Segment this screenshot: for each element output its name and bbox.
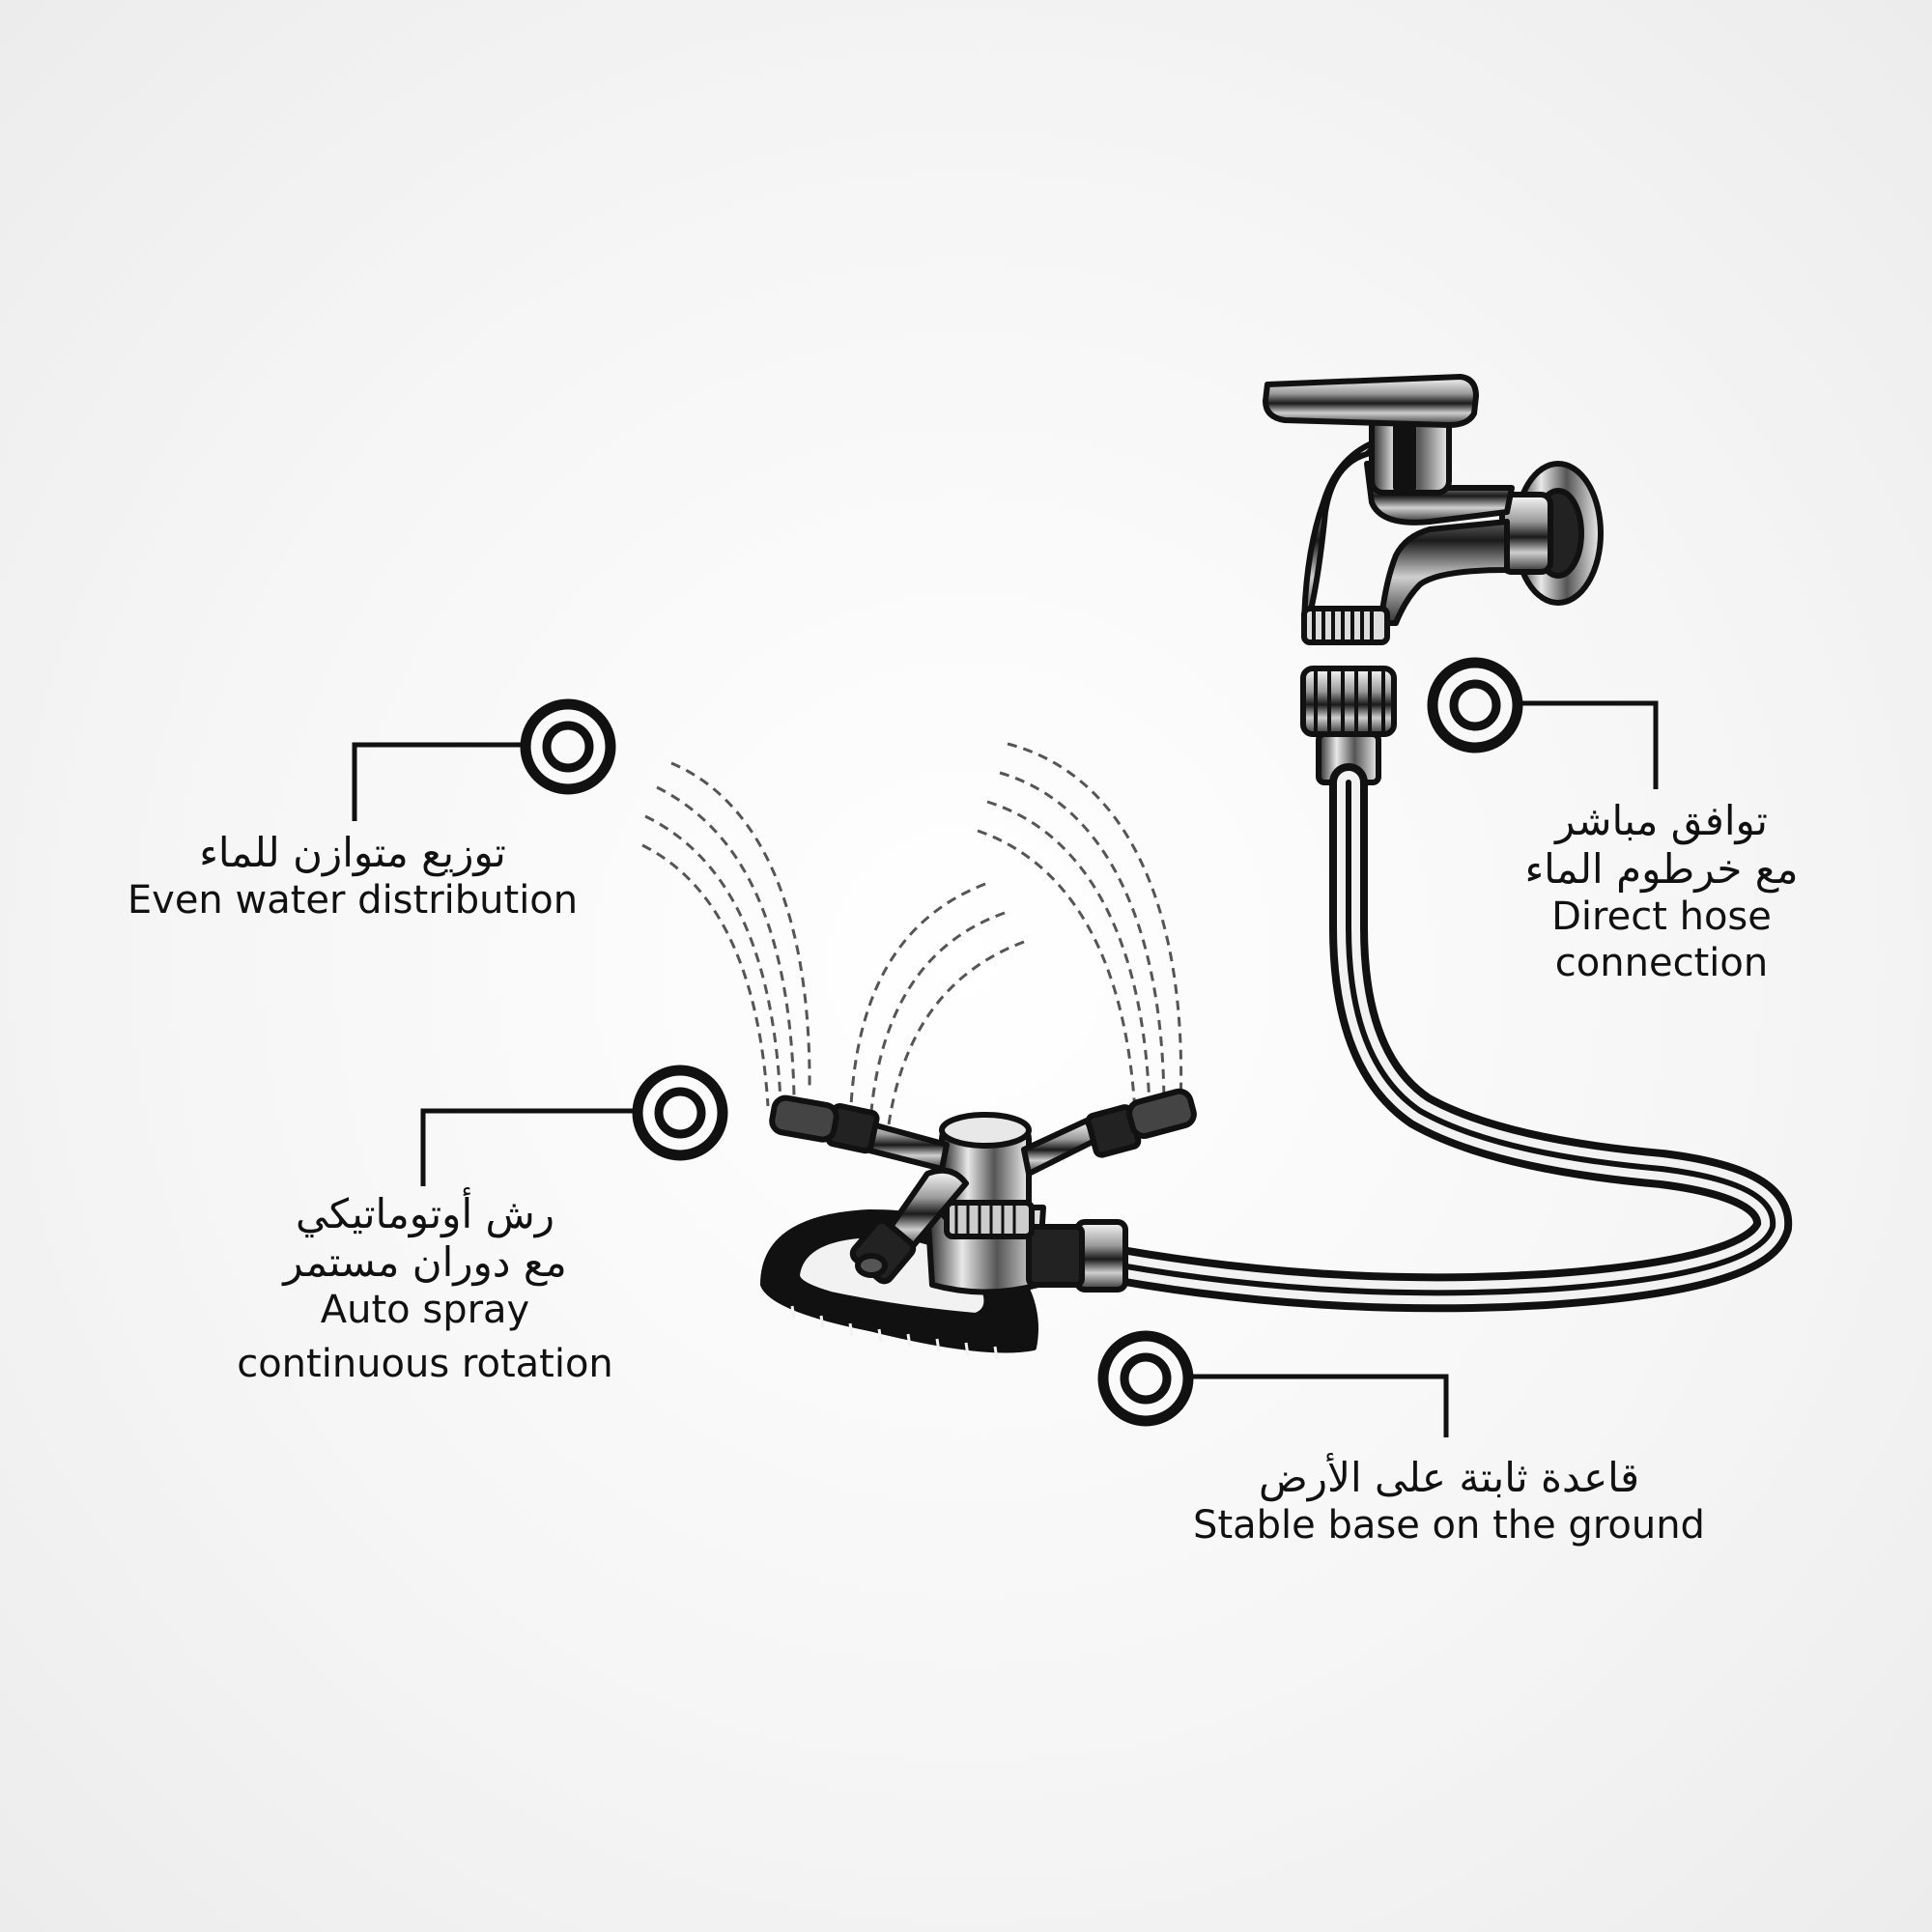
callout-stable-arabic: قاعدة ثابتة على الأرض (1258, 1454, 1640, 1501)
callout-hose-connection: توافق مباشر مع خرطوم الماء Direct hose c… (1449, 797, 1874, 986)
callout-spray-arabic-1: رش أوتوماتيكي (295, 1190, 555, 1237)
callout-hose-marker (1427, 657, 1659, 789)
faucet-icon (1263, 374, 1604, 645)
callout-even-english: Even water distribution (127, 878, 579, 923)
callout-hose-arabic-2: مع خرطوم الماء (1524, 845, 1799, 893)
target-icon (1097, 1330, 1194, 1427)
callout-spray-english-2: continuous rotation (237, 1342, 613, 1386)
callout-even-distribution: توزيع متوازن للماء Even water distributi… (97, 829, 609, 923)
callout-spray-marker (420, 1065, 728, 1186)
callout-even-arabic: توزيع متوازن للماء (199, 829, 506, 876)
callout-stable-marker (1097, 1330, 1449, 1437)
callout-spray-arabic-2: مع دوران مستمر (283, 1238, 567, 1286)
callout-spray-english-1: Auto spray (320, 1288, 530, 1332)
callout-hose-english-1: Direct hose (1551, 895, 1772, 939)
hose-icon (1101, 666, 1793, 1313)
callout-hose-english-2: connection (1554, 941, 1769, 985)
callout-hose-arabic-1: توافق مباشر (1555, 797, 1768, 844)
water-spray-icon (641, 742, 1183, 1141)
callout-stable-base: قاعدة ثابتة على الأرض Stable base on the… (1140, 1454, 1758, 1548)
callout-even-marker (352, 698, 616, 821)
sprinkler-icon (760, 1088, 1197, 1360)
target-icon (520, 698, 616, 795)
target-icon (632, 1065, 728, 1161)
callout-auto-spray: رش أوتوماتيكي مع دوران مستمر Auto spray … (193, 1190, 657, 1387)
callout-stable-english: Stable base on the ground (1193, 1503, 1705, 1548)
target-icon (1427, 657, 1523, 753)
